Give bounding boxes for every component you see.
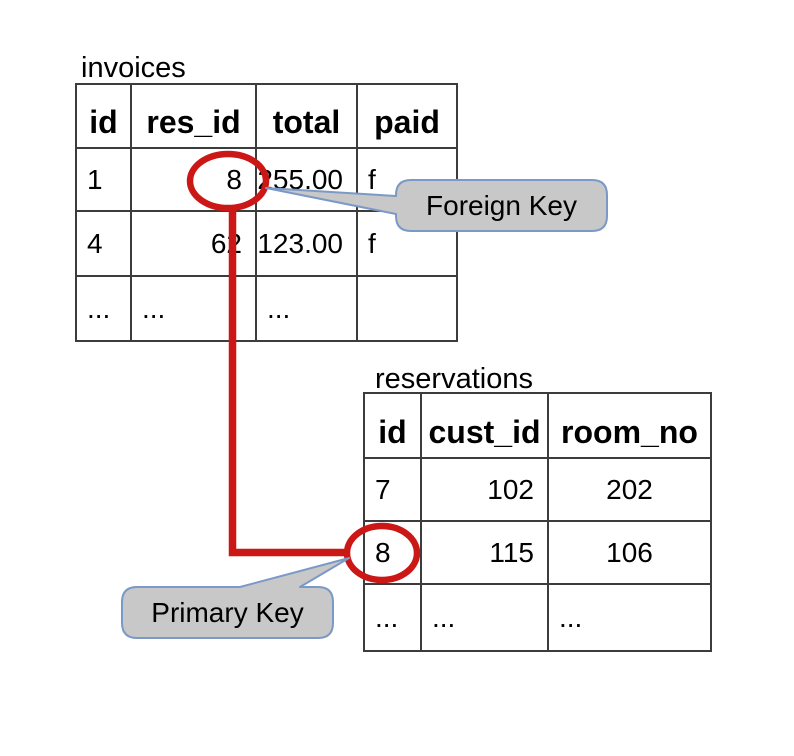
reservations-cell-r3-room_no: ... xyxy=(549,585,712,652)
reservations-table-title: reservations xyxy=(375,363,533,395)
reservations-cell-r1-cust_id: 102 xyxy=(422,459,549,522)
foreign-key-label: Foreign Key xyxy=(426,189,577,221)
invoices-cell-r1-id: 1 xyxy=(77,149,132,212)
reservations-cell-r2-cust_id: 115 xyxy=(422,522,549,585)
invoices-cell-r2-id: 4 xyxy=(77,212,132,277)
invoices-cell-r1-res_id: 8 xyxy=(132,149,257,212)
reservations-header-id: id xyxy=(365,394,422,459)
invoices-cell-r3-total: ... xyxy=(257,277,358,342)
invoices-cell-r2-total: 123.00 xyxy=(257,212,358,277)
reservations-cell-r2-id: 8 xyxy=(365,522,422,585)
reservations-cell-r3-cust_id: ... xyxy=(422,585,549,652)
invoices-header-res_id: res_id xyxy=(132,85,257,149)
reservations-header-room_no: room_no xyxy=(549,394,712,459)
reservations-cell-r2-room_no: 106 xyxy=(549,522,712,585)
invoices-header-total: total xyxy=(257,85,358,149)
reservations-table: id cust_id room_no 7 102 202 8 115 106 .… xyxy=(363,392,712,652)
reservations-header-cust_id: cust_id xyxy=(422,394,549,459)
primary-key-label: Primary Key xyxy=(151,596,304,628)
invoices-cell-r1-total: 255.00 xyxy=(257,149,358,212)
invoices-cell-r3-res_id: ... xyxy=(132,277,257,342)
invoices-header-paid: paid xyxy=(358,85,458,149)
invoices-cell-r2-res_id: 62 xyxy=(132,212,257,277)
invoices-cell-r3-paid xyxy=(358,277,458,342)
reservations-cell-r3-id: ... xyxy=(365,585,422,652)
invoices-header-id: id xyxy=(77,85,132,149)
reservations-cell-r1-id: 7 xyxy=(365,459,422,522)
invoices-table-title: invoices xyxy=(81,52,186,84)
invoices-cell-r3-id: ... xyxy=(77,277,132,342)
reservations-cell-r1-room_no: 202 xyxy=(549,459,712,522)
